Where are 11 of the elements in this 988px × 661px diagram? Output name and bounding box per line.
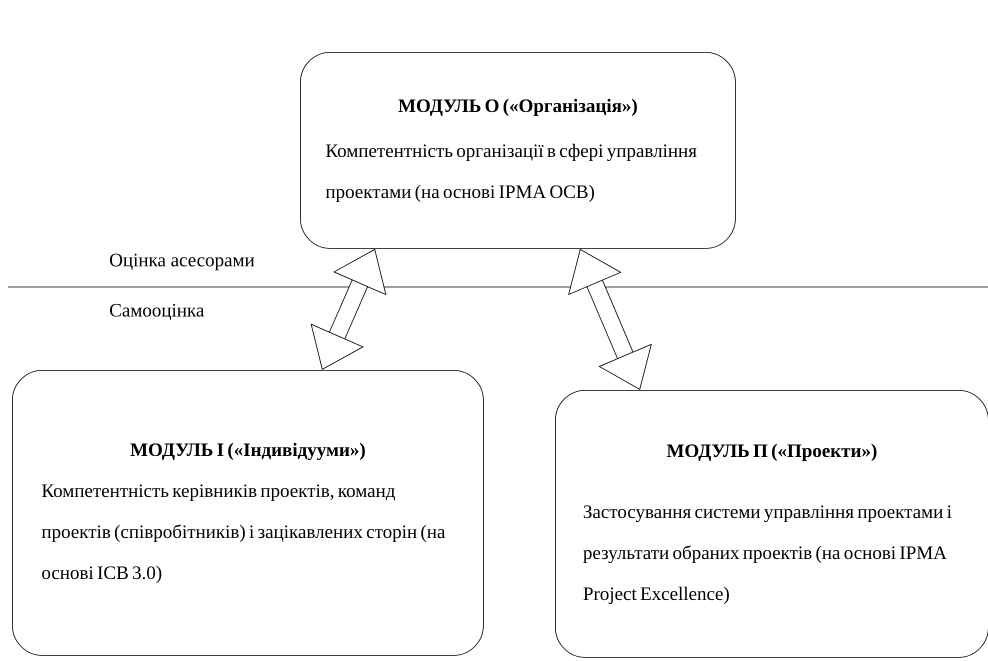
section-label: Самооцінка [110, 304, 204, 320]
module-description: Компетентність організації в сфері управління проектами (на основі IPMA OCB) [326, 144, 697, 202]
module-description: Застосування системи управління проектами і результати обраних проектів (на основі IPMA Project Excellence) [583, 505, 952, 604]
module-description: Компетентність керівників проектів, команд проектів (співробітників) і зацікавлених сторін (на основі ICB 3.0) [42, 484, 446, 583]
module-box [555, 390, 988, 658]
module-box [300, 52, 736, 249]
module-title: МОДУЛЬ І («Індивідууми») [130, 442, 365, 460]
section-label: Оцінка асесорами [110, 254, 254, 270]
module-box [12, 370, 484, 656]
module-title: МОДУЛЬ О («Організація») [398, 98, 637, 116]
module-title: МОДУЛЬ П («Проекти») [666, 444, 876, 461]
